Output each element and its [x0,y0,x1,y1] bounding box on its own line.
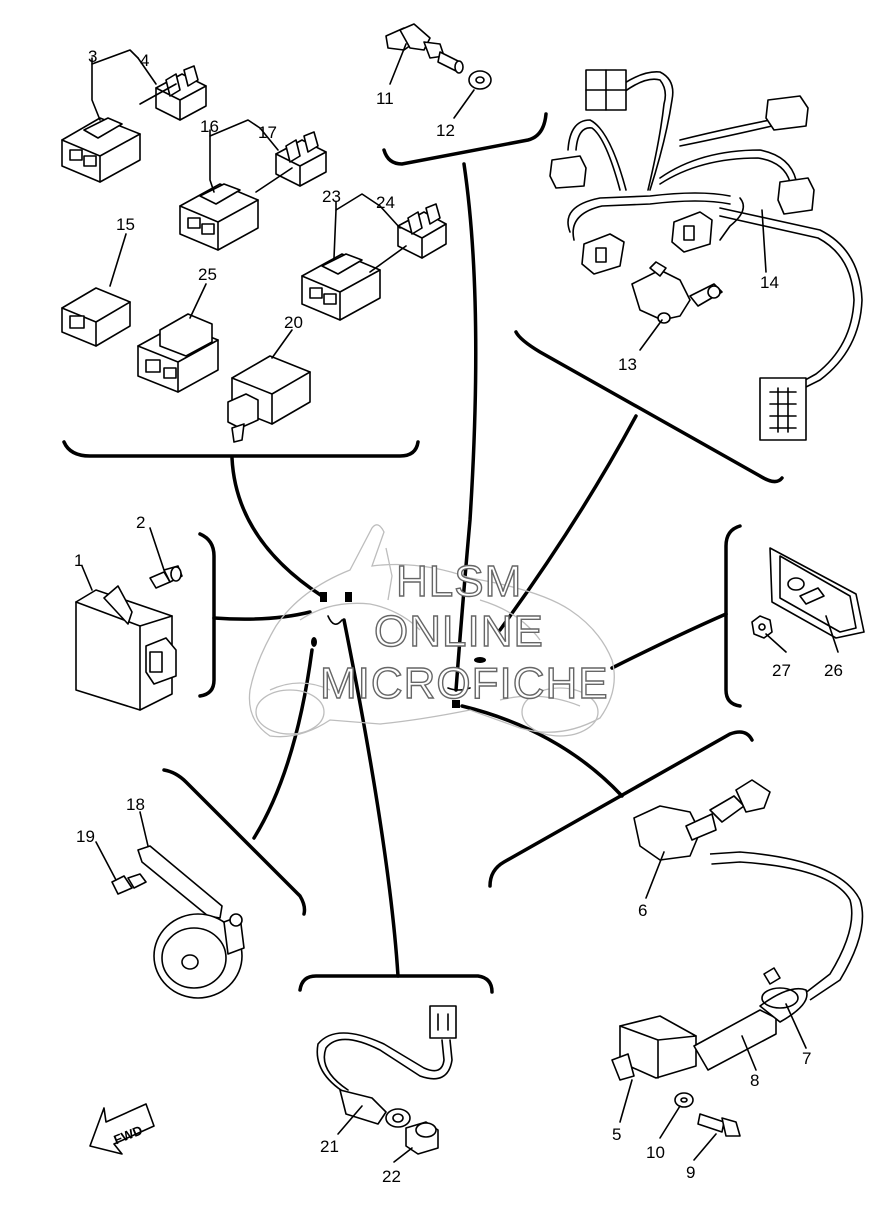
callout-14[interactable]: 14 [760,273,779,292]
callout-5[interactable]: 5 [612,1125,621,1144]
watermark-line-1: HLSM [396,557,522,606]
connector-group [61,65,447,443]
callout-2[interactable]: 2 [136,513,145,532]
switch-icon[interactable] [75,585,177,711]
connector-icon[interactable] [275,131,327,187]
spacer-icon[interactable] [405,1121,439,1155]
callout-4[interactable]: 4 [140,51,149,70]
callout-labels: 3 4 16 17 23 24 15 25 20 11 12 14 13 2 1… [74,47,843,1186]
callout-6[interactable]: 6 [638,901,647,920]
relay-icon[interactable] [227,355,311,443]
bolt-icon[interactable] [697,1113,741,1137]
nut-icon[interactable] [751,615,773,639]
washer-icon[interactable] [468,70,492,90]
bolt-icon[interactable] [111,873,147,895]
callout-21[interactable]: 21 [320,1137,339,1156]
group-brackets [62,112,784,994]
connector-icon[interactable] [137,313,219,393]
callout-23[interactable]: 23 [322,187,341,206]
callout-11[interactable]: 11 [376,89,394,108]
motorcycle-outline-icon [248,524,615,738]
callout-15[interactable]: 15 [116,215,135,234]
watermark-line-3: MICROFICHE [320,659,609,708]
callout-10[interactable]: 10 [646,1143,665,1162]
callout-leaders [81,43,839,1163]
connector-icon[interactable] [61,117,141,183]
callout-7[interactable]: 7 [802,1049,811,1068]
callout-22[interactable]: 22 [382,1167,401,1186]
license-light-icon[interactable] [769,547,865,639]
connector-icon[interactable] [61,287,131,347]
callout-1[interactable]: 1 [74,551,83,570]
horn-icon[interactable] [137,845,245,999]
leader-wires [212,162,728,978]
connector-icon[interactable] [301,253,381,321]
callout-17[interactable]: 17 [258,123,277,142]
callout-27[interactable]: 27 [772,661,791,680]
callout-26[interactable]: 26 [824,661,843,680]
callout-13[interactable]: 13 [618,355,637,374]
callout-9[interactable]: 9 [686,1163,695,1182]
fwd-arrow: FWD [89,1103,155,1155]
callout-18[interactable]: 18 [126,795,145,814]
callout-16[interactable]: 16 [200,117,219,136]
watermark: HLSM ONLINE MICROFICHE [319,556,609,708]
sensor-icon[interactable] [385,23,464,74]
wire-harness-icon[interactable] [549,69,863,441]
callout-24[interactable]: 24 [376,193,395,212]
wire-harness-icon[interactable] [316,1005,457,1128]
callout-12[interactable]: 12 [436,121,455,140]
connector-icon[interactable] [397,203,447,259]
connector-icon[interactable] [179,183,259,251]
callout-3[interactable]: 3 [88,47,97,66]
sensor-icon[interactable] [631,261,723,324]
callout-25[interactable]: 25 [198,265,217,284]
callout-20[interactable]: 20 [284,313,303,332]
washer-icon[interactable] [674,1092,694,1108]
watermark-line-2: ONLINE [374,607,544,656]
callout-8[interactable]: 8 [750,1071,759,1090]
callout-19[interactable]: 19 [76,827,95,846]
ignition-coil-icon[interactable] [611,779,864,1081]
connector-icon[interactable] [155,65,207,121]
bolt-icon[interactable] [149,565,183,589]
